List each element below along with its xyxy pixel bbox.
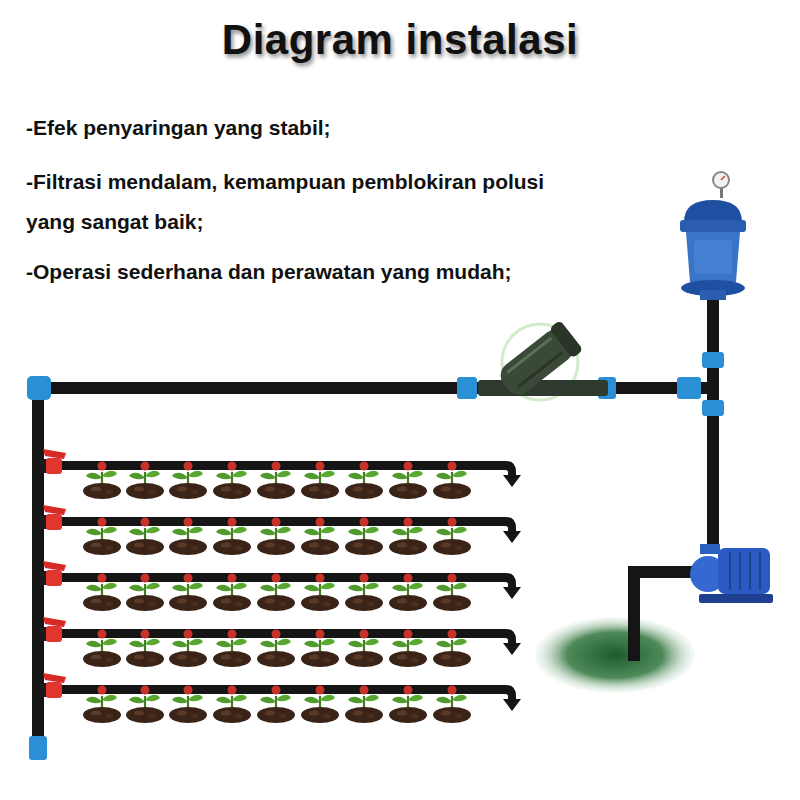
- feature-note: -Operasi sederhana dan perawatan yang mu…: [26, 252, 646, 292]
- water-pump: [690, 544, 773, 603]
- filter: [478, 320, 608, 402]
- riser-pipe: [707, 296, 719, 552]
- diagram-title: Diagram instalasi: [0, 12, 800, 68]
- drip-line-row: [40, 449, 521, 723]
- feature-note: -Filtrasi mendalam, kemampuan pemblokira…: [26, 162, 546, 242]
- feature-note: -Efek penyaringan yang stabil;: [26, 108, 626, 148]
- pipe-coupling: [27, 352, 724, 760]
- air-valve: [680, 172, 746, 300]
- water-source: [535, 617, 695, 693]
